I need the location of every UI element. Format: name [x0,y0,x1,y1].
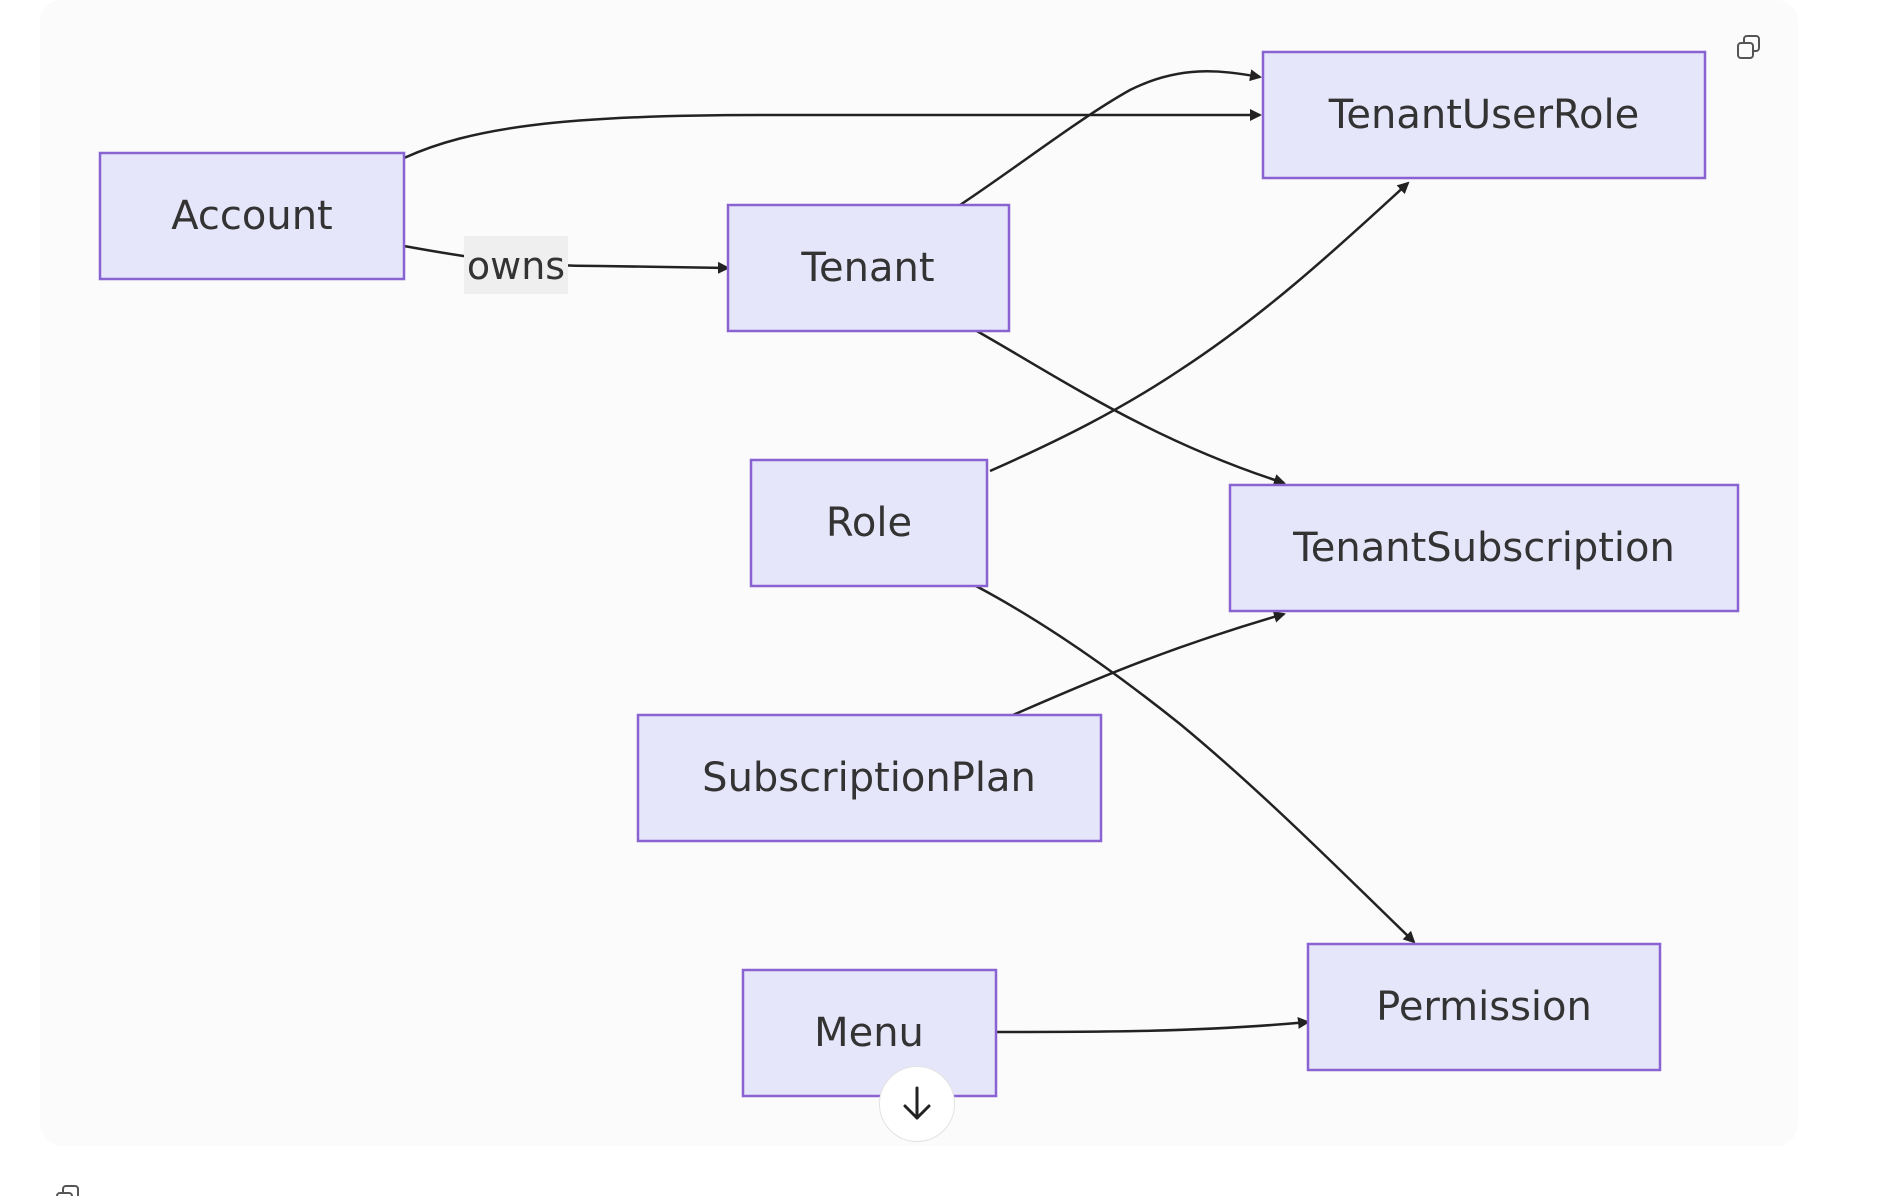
node-label: TenantSubscription [1292,525,1675,571]
node-account[interactable]: Account [98,151,406,281]
copy-icon [56,1185,79,1196]
node-subscriptionplan[interactable]: SubscriptionPlan [636,713,1103,843]
node-permission[interactable]: Permission [1306,942,1662,1072]
node-label: Permission [1376,984,1592,1030]
node-box [749,458,989,588]
edge-account-tenantuserrole [403,109,1262,160]
node-label: Account [171,193,333,239]
edge-subscriptionplan-tenantsubscription [1012,611,1286,717]
node-box [98,151,406,281]
arrow-down-icon [903,1086,931,1120]
node-label: Menu [814,1010,924,1056]
node-menu[interactable]: Menu [741,968,998,1098]
copy-button-secondary[interactable] [54,1183,84,1196]
edge-menu-permission [995,1016,1310,1034]
node-label: Tenant [800,245,934,291]
copy-button[interactable] [1735,33,1765,63]
edge-tenant-tenantuserrole [959,69,1262,207]
scroll-down-button[interactable] [879,1066,955,1142]
node-box [726,203,1011,333]
node-label: TenantUserRole [1328,92,1640,138]
node-tenantsubscription[interactable]: TenantSubscription [1228,483,1740,613]
node-role[interactable]: Role [749,458,989,588]
node-tenantuserrole[interactable]: TenantUserRole [1261,50,1707,180]
edge-role-tenantuserrole [989,181,1410,473]
node-box [1261,50,1707,180]
edge-label-owns: owns [464,236,568,294]
node-box [1306,942,1662,1072]
node-box [1228,483,1740,613]
node-label: SubscriptionPlan [702,755,1036,801]
node-box [741,968,998,1098]
edge-tenant-tenantsubscription [974,328,1286,486]
node-label: Role [826,500,912,546]
copy-icon [1737,35,1760,59]
edge-label-text: owns [467,244,565,288]
edge-label-bg [464,236,568,294]
node-box [636,713,1103,843]
edge-role-permission [975,584,1416,944]
node-tenant[interactable]: Tenant [726,203,1011,333]
